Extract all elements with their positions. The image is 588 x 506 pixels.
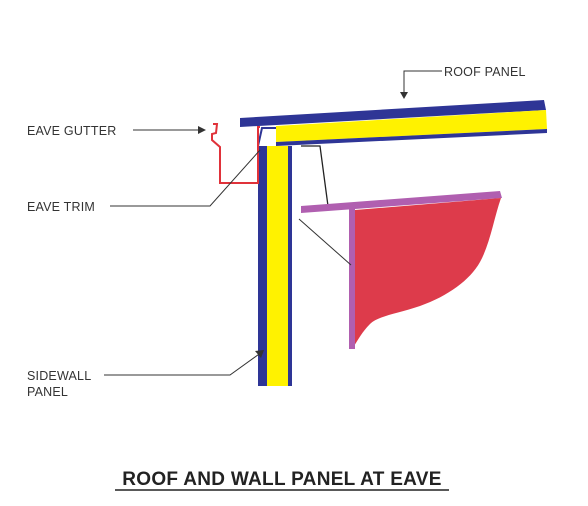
sidewall-panel-arrowhead — [255, 350, 264, 358]
bracket — [301, 191, 502, 349]
roof-panel-arrowhead — [400, 92, 408, 99]
eave-strut — [301, 145, 351, 207]
roof-panel-liner — [276, 129, 547, 146]
bracket-column-edge — [349, 209, 355, 349]
eave-trim — [257, 127, 276, 147]
bracket-web — [354, 198, 501, 346]
diagram-title: ROOF AND WALL PANEL AT EAVE — [122, 469, 442, 490]
sidewall-insulation — [267, 146, 288, 386]
eave-trim-label: EAVE TRIM — [27, 200, 95, 214]
roof-panel — [240, 100, 547, 146]
eave-gutter — [211, 123, 260, 184]
roof-panel-label: ROOF PANEL — [444, 65, 526, 79]
sidewall-panel-label-line1: SIDEWALL — [27, 369, 91, 383]
sidewall-inner-liner — [288, 146, 292, 386]
sidewall-outer-skin — [258, 146, 267, 386]
sidewall-panel — [258, 146, 292, 386]
eave-gutter-label: EAVE GUTTER — [27, 124, 116, 138]
strut-leader — [298, 218, 352, 266]
eave-gutter-arrowhead — [198, 126, 206, 134]
eave-trim-leader — [110, 149, 261, 207]
bracket-top-flange — [301, 191, 502, 213]
sidewall-panel-leader — [104, 351, 263, 376]
sidewall-panel-label-line2: PANEL — [27, 385, 68, 399]
roof-panel-leader — [403, 70, 442, 97]
roof-panel-top-skin — [240, 100, 546, 127]
roof-panel-insulation — [276, 110, 547, 142]
